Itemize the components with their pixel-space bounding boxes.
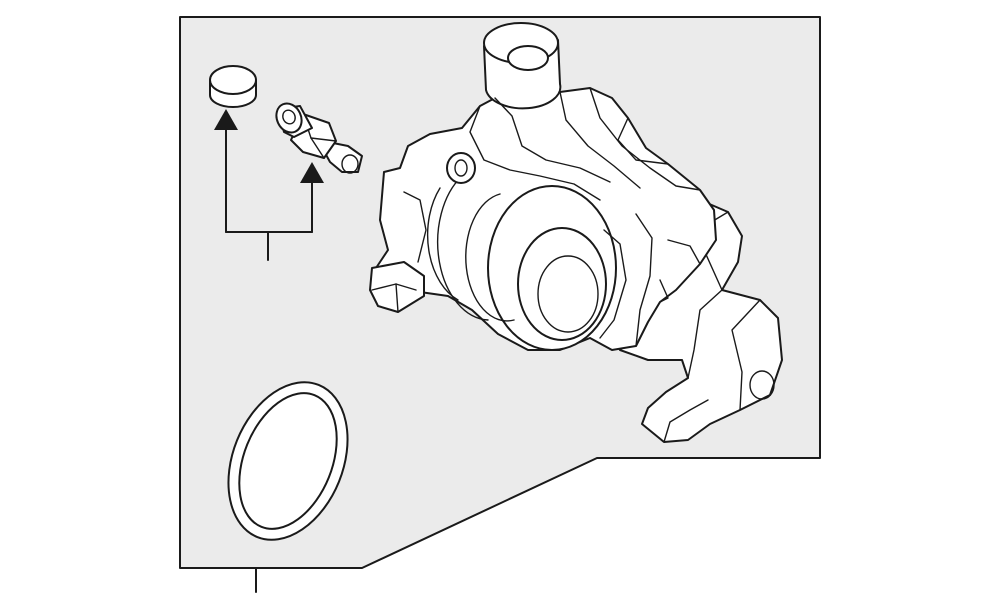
bleeder-screw-icon (275, 102, 363, 174)
brake-caliper-icon (369, 22, 783, 443)
pointer-arrow-cap (214, 109, 238, 130)
dust-cap-icon (209, 65, 257, 108)
o-ring-seal-icon (227, 381, 349, 541)
pointer-arrow-bleeder (300, 162, 324, 183)
callout-leaders (225, 129, 313, 593)
